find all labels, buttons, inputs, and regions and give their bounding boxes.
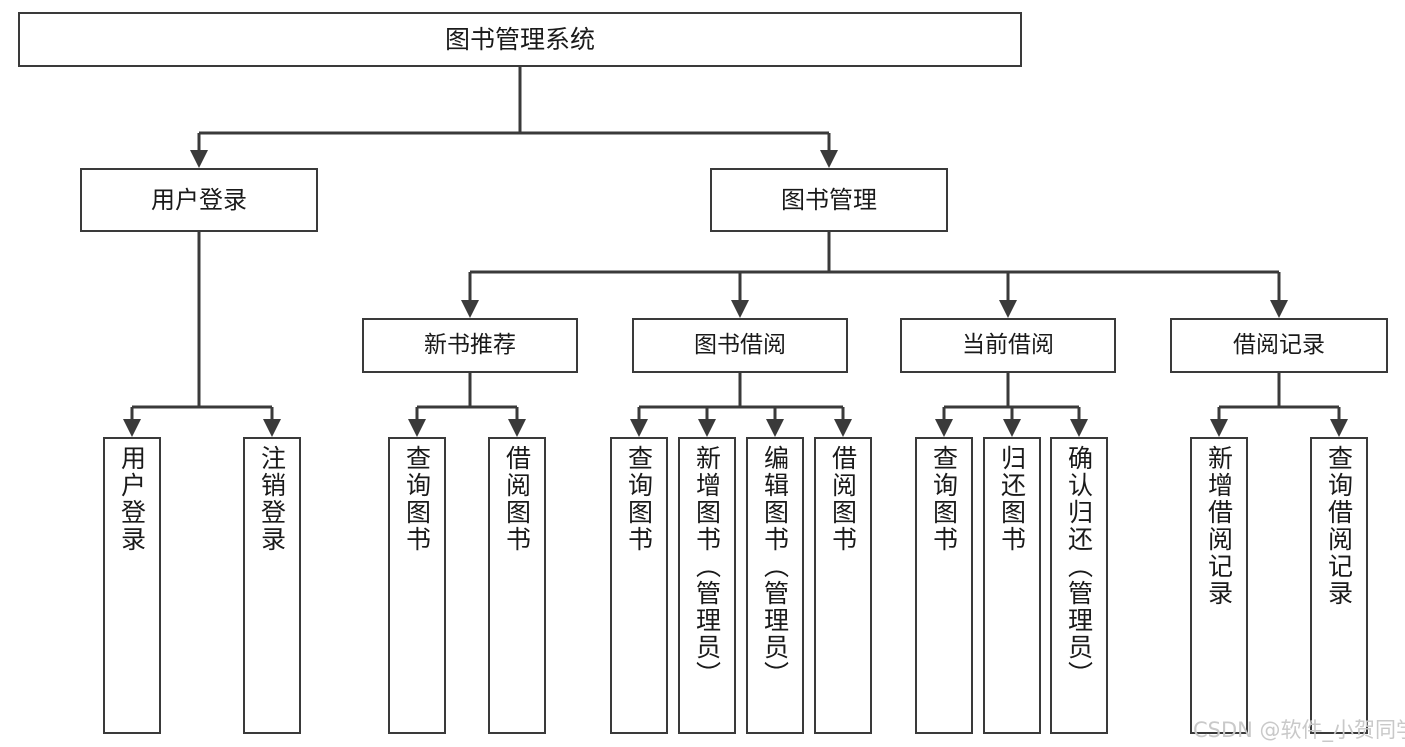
- node-label-new-book-rec: 新书推荐: [424, 331, 516, 358]
- connector-book-manage-to-borrow-record-head: [1270, 300, 1288, 318]
- node-label-leaf-bb-borrow: 借阅图书: [828, 445, 858, 553]
- node-label-leaf-bb-add: 新增图书（管理员）: [692, 445, 722, 688]
- node-leaf-rec-query[interactable]: 查询图书: [388, 437, 446, 734]
- node-label-leaf-rec-query: 查询图书: [402, 445, 432, 553]
- connector-book-manage-to-new-book-rec-head: [461, 300, 479, 318]
- node-label-user-login: 用户登录: [151, 185, 247, 214]
- node-leaf-bb-edit[interactable]: 编辑图书（管理员）: [746, 437, 804, 734]
- connector-current-borrow-to-leaf-cb-return-head: [1003, 419, 1021, 437]
- connector-book-borrow-to-leaf-bb-borrow-head: [834, 419, 852, 437]
- connector-book-manage-to-current-borrow-head: [999, 300, 1017, 318]
- node-label-leaf-cb-query: 查询图书: [929, 445, 959, 553]
- connector-book-borrow-to-leaf-bb-query-head: [630, 419, 648, 437]
- node-leaf-bb-borrow[interactable]: 借阅图书: [814, 437, 872, 734]
- node-label-current-borrow: 当前借阅: [962, 331, 1054, 358]
- node-leaf-bb-add[interactable]: 新增图书（管理员）: [678, 437, 736, 734]
- node-label-leaf-br-add: 新增借阅记录: [1204, 445, 1234, 607]
- connector-book-borrow-to-leaf-bb-add-head: [698, 419, 716, 437]
- connector-user-login-to-leaf-user-login-head: [123, 419, 141, 437]
- node-label-root: 图书管理系统: [444, 24, 595, 54]
- node-label-leaf-user-logout: 注销登录: [257, 445, 287, 553]
- connector-book-manage-to-book-borrow-head: [731, 300, 749, 318]
- node-leaf-br-query[interactable]: 查询借阅记录: [1310, 437, 1368, 734]
- node-book-manage[interactable]: 图书管理: [710, 168, 948, 232]
- node-leaf-cb-return[interactable]: 归还图书: [983, 437, 1041, 734]
- node-label-leaf-cb-confirm: 确认归还（管理员）: [1064, 445, 1094, 688]
- node-leaf-user-logout[interactable]: 注销登录: [243, 437, 301, 734]
- node-label-leaf-cb-return: 归还图书: [997, 445, 1027, 553]
- node-current-borrow[interactable]: 当前借阅: [900, 318, 1116, 373]
- node-label-book-manage: 图书管理: [781, 185, 877, 214]
- node-label-leaf-rec-borrow: 借阅图书: [502, 445, 532, 553]
- node-label-borrow-record: 借阅记录: [1233, 331, 1325, 358]
- node-label-book-borrow: 图书借阅: [694, 331, 786, 358]
- node-label-leaf-br-query: 查询借阅记录: [1324, 445, 1354, 607]
- connector-book-borrow-to-leaf-bb-edit-head: [766, 419, 784, 437]
- node-label-leaf-bb-edit: 编辑图书（管理员）: [760, 445, 790, 688]
- connector-new-book-rec-to-leaf-rec-query-head: [408, 419, 426, 437]
- node-leaf-br-add[interactable]: 新增借阅记录: [1190, 437, 1248, 734]
- connector-root-to-user-login-head: [190, 150, 208, 168]
- node-leaf-cb-confirm[interactable]: 确认归还（管理员）: [1050, 437, 1108, 734]
- connector-current-borrow-to-leaf-cb-confirm-head: [1070, 419, 1088, 437]
- node-book-borrow[interactable]: 图书借阅: [632, 318, 848, 373]
- node-leaf-cb-query[interactable]: 查询图书: [915, 437, 973, 734]
- connector-borrow-record-to-leaf-br-query-head: [1330, 419, 1348, 437]
- connector-current-borrow-to-leaf-cb-query-head: [935, 419, 953, 437]
- connector-root-to-book-manage-head: [820, 150, 838, 168]
- node-leaf-user-login[interactable]: 用户登录: [103, 437, 161, 734]
- node-leaf-rec-borrow[interactable]: 借阅图书: [488, 437, 546, 734]
- node-new-book-rec[interactable]: 新书推荐: [362, 318, 578, 373]
- connector-user-login-to-leaf-user-logout-head: [263, 419, 281, 437]
- connector-new-book-rec-to-leaf-rec-borrow-head: [508, 419, 526, 437]
- node-label-leaf-user-login: 用户登录: [117, 445, 147, 553]
- node-borrow-record[interactable]: 借阅记录: [1170, 318, 1388, 373]
- node-user-login[interactable]: 用户登录: [80, 168, 318, 232]
- connector-borrow-record-to-leaf-br-add-head: [1210, 419, 1228, 437]
- node-root[interactable]: 图书管理系统: [18, 12, 1022, 67]
- node-leaf-bb-query[interactable]: 查询图书: [610, 437, 668, 734]
- node-label-leaf-bb-query: 查询图书: [624, 445, 654, 553]
